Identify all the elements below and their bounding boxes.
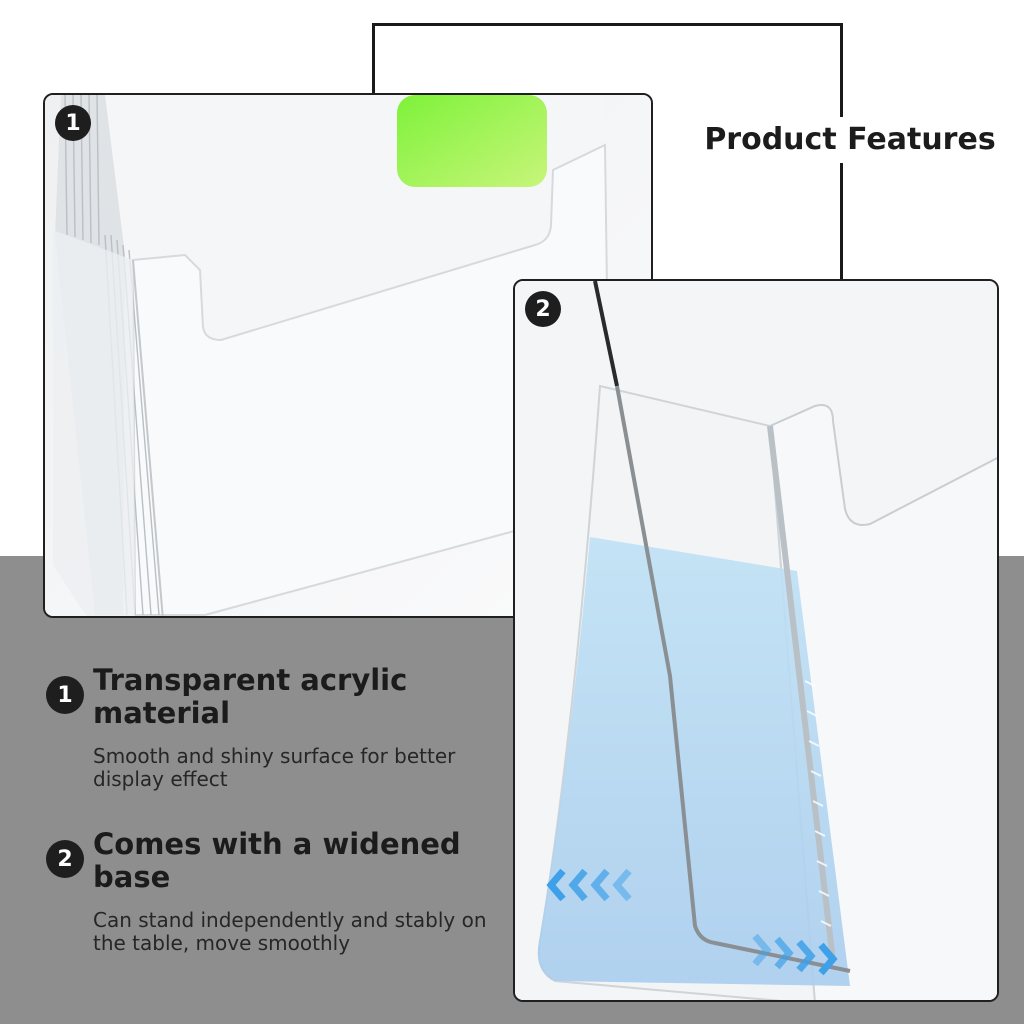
- acrylic-holder-illustration-2: [515, 281, 997, 1000]
- feature-description-1: Smooth and shiny surface for better disp…: [93, 744, 456, 791]
- feature-title-2: Comes with a widened base: [93, 827, 461, 894]
- panel-badge-1: 1: [55, 105, 91, 141]
- left-chevrons-icon: [546, 868, 632, 902]
- product-image-panel-2: 2: [513, 279, 999, 1002]
- feature-number-badge-2: 2: [46, 840, 84, 878]
- green-card-top: [397, 95, 547, 187]
- feature-number-badge-1: 1: [46, 676, 84, 714]
- page-title: Product Features: [690, 117, 1010, 163]
- right-chevrons-icon: [752, 933, 838, 976]
- panel-badge-2: 2: [525, 291, 561, 327]
- feature-title-1: Transparent acrylic material: [93, 663, 408, 730]
- blue-base-fill: [537, 537, 850, 986]
- feature-description-2: Can stand independently and stably on th…: [93, 908, 487, 955]
